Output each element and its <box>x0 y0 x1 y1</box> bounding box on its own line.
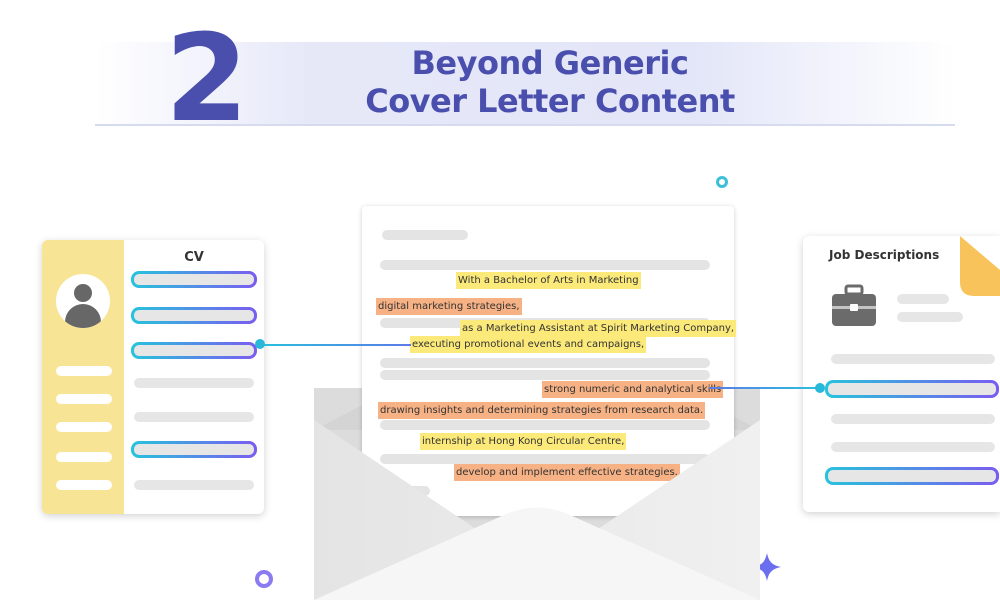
job-text-line <box>831 442 995 452</box>
page-title: Beyond Generic Cover Letter Content <box>330 44 770 120</box>
title-line-1: Beyond Generic <box>411 44 689 82</box>
job-text-line <box>897 312 963 322</box>
cv-sidebar-line <box>56 480 112 490</box>
user-avatar-icon <box>56 274 110 328</box>
letter-highlight: With a Bachelor of Arts in Marketing <box>456 272 641 289</box>
decorative-ring <box>255 570 273 588</box>
job-highlighted-line <box>825 380 999 398</box>
briefcase-icon <box>832 284 876 326</box>
job-text-line <box>897 294 949 304</box>
step-number: 2 <box>165 10 249 149</box>
letter-highlight: executing promotional events and campaig… <box>410 336 647 353</box>
page-fold-corner <box>960 236 1000 296</box>
letter-text-line <box>380 454 710 464</box>
cv-highlighted-line <box>131 441 257 458</box>
letter-text-line <box>380 370 710 380</box>
letter-text-line <box>380 260 710 270</box>
letter-text-line <box>380 358 710 368</box>
job-text-line <box>831 414 995 424</box>
connector-node <box>255 339 265 349</box>
cv-sidebar <box>42 240 124 514</box>
letter-highlight: digital marketing strategies, <box>376 298 522 315</box>
cover-letter: With a Bachelor of Arts in Marketing dig… <box>362 206 737 516</box>
letter-highlight: develop and implement effective strategi… <box>454 464 680 481</box>
letter-highlight: strong numeric and analytical skills <box>542 381 724 398</box>
letter-highlight: internship at Hong Kong Circular Centre, <box>420 433 627 450</box>
cv-sidebar-line <box>56 422 112 432</box>
cv-text-line <box>134 480 254 490</box>
letter-heading-line <box>382 230 468 240</box>
connector-line-job <box>709 387 821 389</box>
header-banner <box>95 42 955 126</box>
cv-highlighted-line <box>131 271 257 288</box>
job-highlighted-line <box>825 467 999 485</box>
sparkle-icon <box>753 553 781 581</box>
letter-highlight: as a Marketing Assistant at Spirit Marke… <box>460 320 737 337</box>
cv-highlighted-line <box>131 307 257 324</box>
cv-sidebar-line <box>56 452 112 462</box>
cv-text-line <box>134 378 254 388</box>
job-description-card: Job Descriptions <box>803 236 1000 512</box>
connector-node <box>815 383 825 393</box>
job-text-line <box>831 354 995 364</box>
letter-text-line <box>380 420 710 430</box>
cv-sidebar-line <box>56 394 112 404</box>
letter-highlight: drawing insights and determining strateg… <box>378 402 706 419</box>
job-title: Job Descriptions <box>829 248 940 262</box>
cv-highlighted-line <box>131 342 257 359</box>
title-line-2: Cover Letter Content <box>365 82 735 120</box>
decorative-dot <box>716 176 728 188</box>
cv-card: CV <box>42 240 264 514</box>
connector-line-cv <box>259 344 411 346</box>
envelope-front <box>314 420 760 600</box>
cv-title: CV <box>184 250 204 265</box>
cv-text-line <box>134 412 254 422</box>
cv-sidebar-line <box>56 366 112 376</box>
